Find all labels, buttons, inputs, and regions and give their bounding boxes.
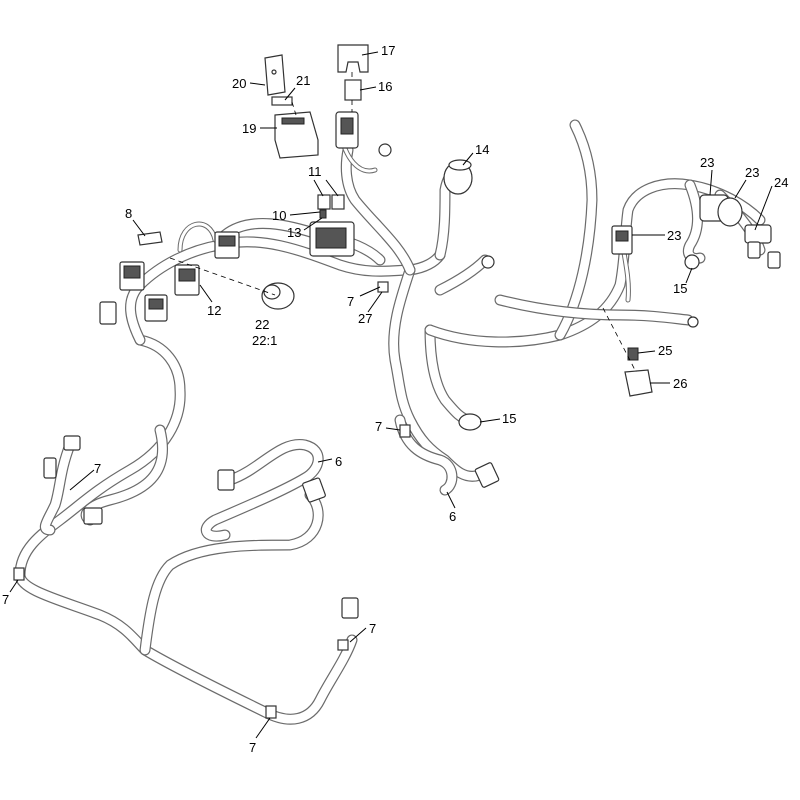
fuse-10 [319,209,327,219]
callout-19: 19 [242,121,256,136]
connector-lower-left-c [83,507,103,525]
connector-right-small-b [767,251,781,269]
tag-8 [137,231,163,246]
connector-lower-right [341,597,359,619]
callout-labels: 17 16 20 21 19 14 11 10 13 8 12 22 22:1 … [2,43,788,755]
callout-25: 25 [658,343,672,358]
callout-20: 20 [232,76,246,91]
callout-12: 12 [207,303,221,318]
harness-lower-left-loop [14,334,358,725]
ring-terminal-15-right [684,254,700,270]
harness-parts [13,44,781,719]
callout-23-top-right: 23 [745,165,759,180]
relay-cover-17 [337,44,369,73]
connector-lower-left-b [43,457,57,479]
callout-26: 26 [673,376,687,391]
connector-6-center [474,462,500,488]
callout-16: 16 [378,79,392,94]
connector-upper-left-d [99,301,117,325]
callout-21: 21 [296,73,310,88]
ring-terminal-top [378,143,392,157]
connector-6-loop [302,477,326,503]
callout-11: 11 [308,164,322,179]
connector-right-small-a [747,241,761,259]
callout-27: 27 [358,311,372,326]
connector-23-right-b [717,197,743,227]
exploded-view-lines [169,72,637,373]
clip-7-bottom [265,705,277,719]
relay-16 [344,79,362,101]
leader-lines [9,51,773,739]
boot-15-center [458,413,482,431]
connector-24 [744,224,772,244]
callout-24: 24 [774,175,788,190]
cover-26 [624,369,653,397]
connector-lower-left-a [63,435,81,451]
callout-7-upper: 7 [347,294,354,309]
clip-25 [627,347,639,361]
callout-23-top-left: 23 [700,155,714,170]
clip-7-far-left [13,567,25,581]
callout-6-left: 6 [335,454,342,469]
ring-terminal-center [481,255,495,269]
label-21 [271,96,293,106]
callout-22: 22 [255,317,269,332]
callout-7-lower-right: 7 [369,621,376,636]
connector-6-left [217,469,235,491]
callout-7-far-left: 7 [2,592,9,607]
clip-7-right-lower [337,639,349,651]
ring-terminal-right [687,316,699,328]
callout-7-left: 7 [94,461,101,476]
callout-13: 13 [287,225,301,240]
callout-23-mid: 23 [667,228,681,243]
clip-7-center [399,424,411,438]
callout-15-right: 15 [673,281,687,296]
clip-7-upper [377,281,389,293]
callout-7-bottom: 7 [249,740,256,755]
callout-8: 8 [125,206,132,221]
callout-14: 14 [475,142,489,157]
callout-22-1: 22:1 [252,333,277,348]
callout-15-center: 15 [502,411,516,426]
callout-7-center: 7 [375,419,382,434]
bracket-20 [264,54,286,96]
callout-6-center: 6 [449,509,456,524]
fuse-holder-11 [317,194,331,210]
callout-17: 17 [381,43,395,58]
callout-10: 10 [272,208,286,223]
